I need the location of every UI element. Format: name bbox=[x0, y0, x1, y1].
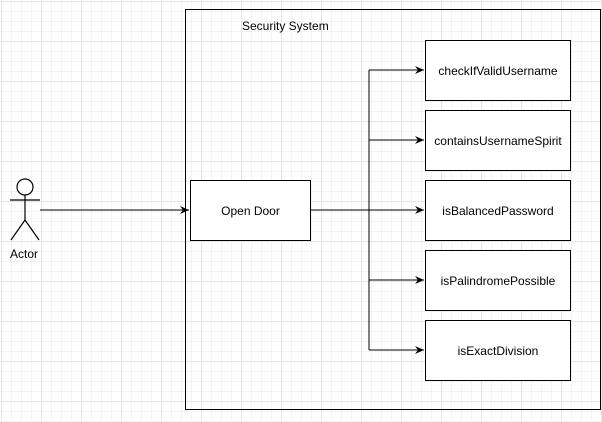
open-door-use-case[interactable]: Open Door bbox=[190, 180, 311, 241]
system-title: Security System bbox=[242, 19, 329, 33]
function-is-balanced-password[interactable]: isBalancedPassword bbox=[425, 180, 571, 241]
actor-figure[interactable] bbox=[10, 178, 40, 241]
function-contains-username-spirit[interactable]: containsUsernameSpirit bbox=[425, 110, 571, 171]
system-boundary[interactable]: Security System bbox=[185, 9, 601, 410]
function-is-palindrome-possible[interactable]: isPalindromePossible bbox=[425, 250, 571, 311]
door-to-functions-edges bbox=[311, 66, 424, 354]
function-check-if-valid-username[interactable]: checkIfValidUsername bbox=[425, 40, 571, 101]
function-is-exact-division[interactable]: isExactDivision bbox=[425, 320, 571, 381]
actor-label: Actor bbox=[10, 247, 39, 261]
